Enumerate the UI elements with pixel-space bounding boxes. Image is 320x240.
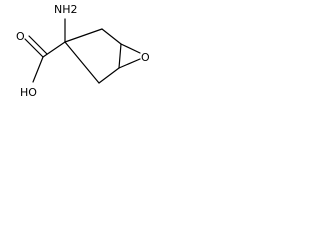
bond-c5-epoxide-o xyxy=(118,58,141,69)
bond-carboxyl-c-o-double-a xyxy=(24,38,44,58)
amino-label: NH2 xyxy=(54,3,78,16)
bond-c4-c3 xyxy=(64,41,100,84)
bond-c5-c4 xyxy=(98,67,120,84)
bond-carboxyl-c-o-double-b xyxy=(28,35,48,55)
bond-c1-epoxide-o xyxy=(120,43,141,54)
carbonyl-oxygen-label: O xyxy=(16,30,25,43)
molecule-structure-diagram: NH2 O HO O xyxy=(16,3,150,99)
bond-c2-c1 xyxy=(101,28,122,45)
epoxide-oxygen-label: O xyxy=(141,51,150,64)
bond-c3-c2 xyxy=(64,28,103,43)
bond-carboxyl-c-oh xyxy=(32,56,44,83)
bond-c1-c5 xyxy=(118,43,122,69)
bond-c3-carboxyl-c xyxy=(42,41,66,58)
hydroxyl-label: HO xyxy=(20,86,37,99)
